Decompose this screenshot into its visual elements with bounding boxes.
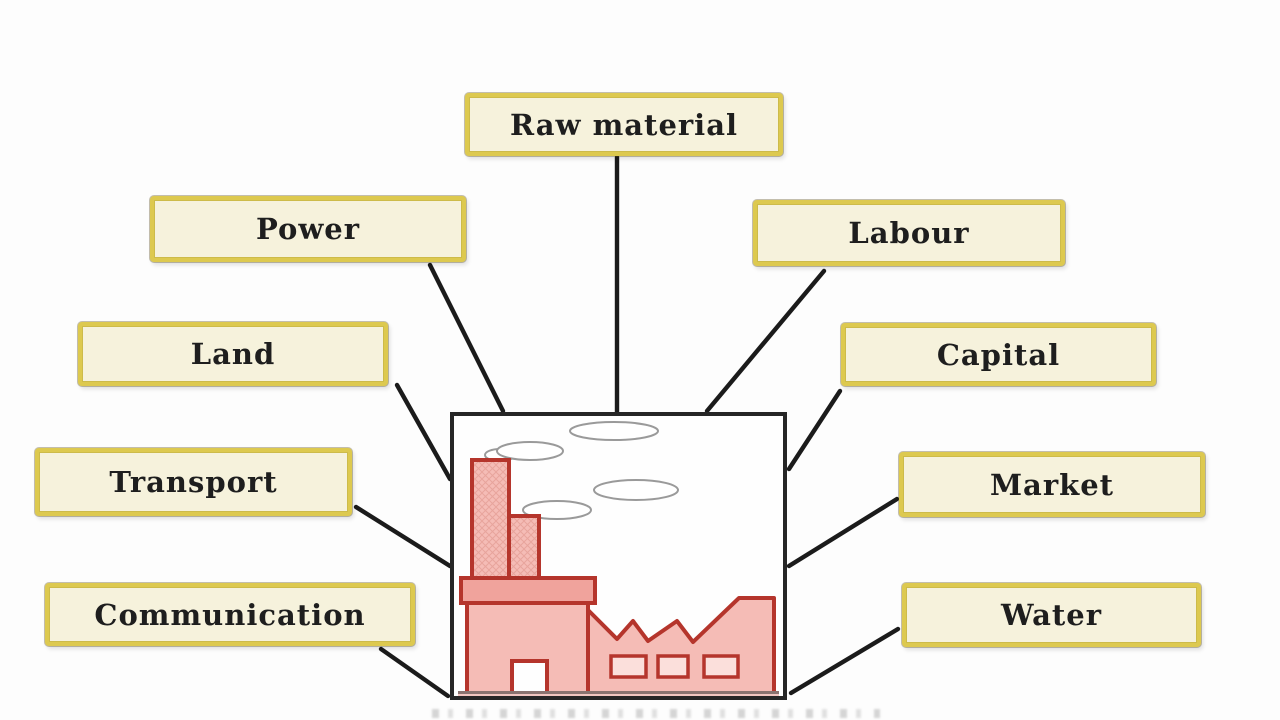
connector-communication [378,646,451,699]
label-power-text: Power [255,212,361,246]
label-capital: Capital [841,323,1156,386]
label-land: Land [78,322,388,386]
label-power: Power [150,196,466,262]
connector-power [427,262,506,414]
smoke-clouds-icon [484,421,679,520]
label-communication-text: Communication [94,597,366,632]
connector-water [788,626,901,696]
connector-transport [353,504,453,569]
label-market: Market [899,452,1205,517]
chimney-base-band [459,576,597,605]
connector-land [394,382,453,482]
label-water: Water [902,583,1201,647]
connector-market [786,496,900,569]
factory-door [510,659,549,696]
label-transport-text: Transport [109,465,278,499]
label-market-text: Market [989,467,1115,502]
ground-strip [458,694,779,696]
factory-frame [450,412,787,700]
label-raw-material-text: Raw material [509,107,739,142]
label-labour-text: Labour [848,216,970,250]
label-water-text: Water [1001,598,1102,632]
connector-labour [704,268,827,414]
label-transport: Transport [35,448,352,516]
connector-capital [786,388,843,472]
label-land-text: Land [190,337,276,371]
tall-chimney [470,458,511,582]
label-labour: Labour [753,200,1065,266]
factory-illustration [458,421,779,696]
factory-windows [609,654,740,679]
label-communication: Communication [45,583,415,646]
short-chimney [507,514,541,582]
label-raw-material: Raw material [465,93,783,156]
cut-off-caption-remnant [432,709,880,718]
label-capital-text: Capital [936,337,1061,372]
